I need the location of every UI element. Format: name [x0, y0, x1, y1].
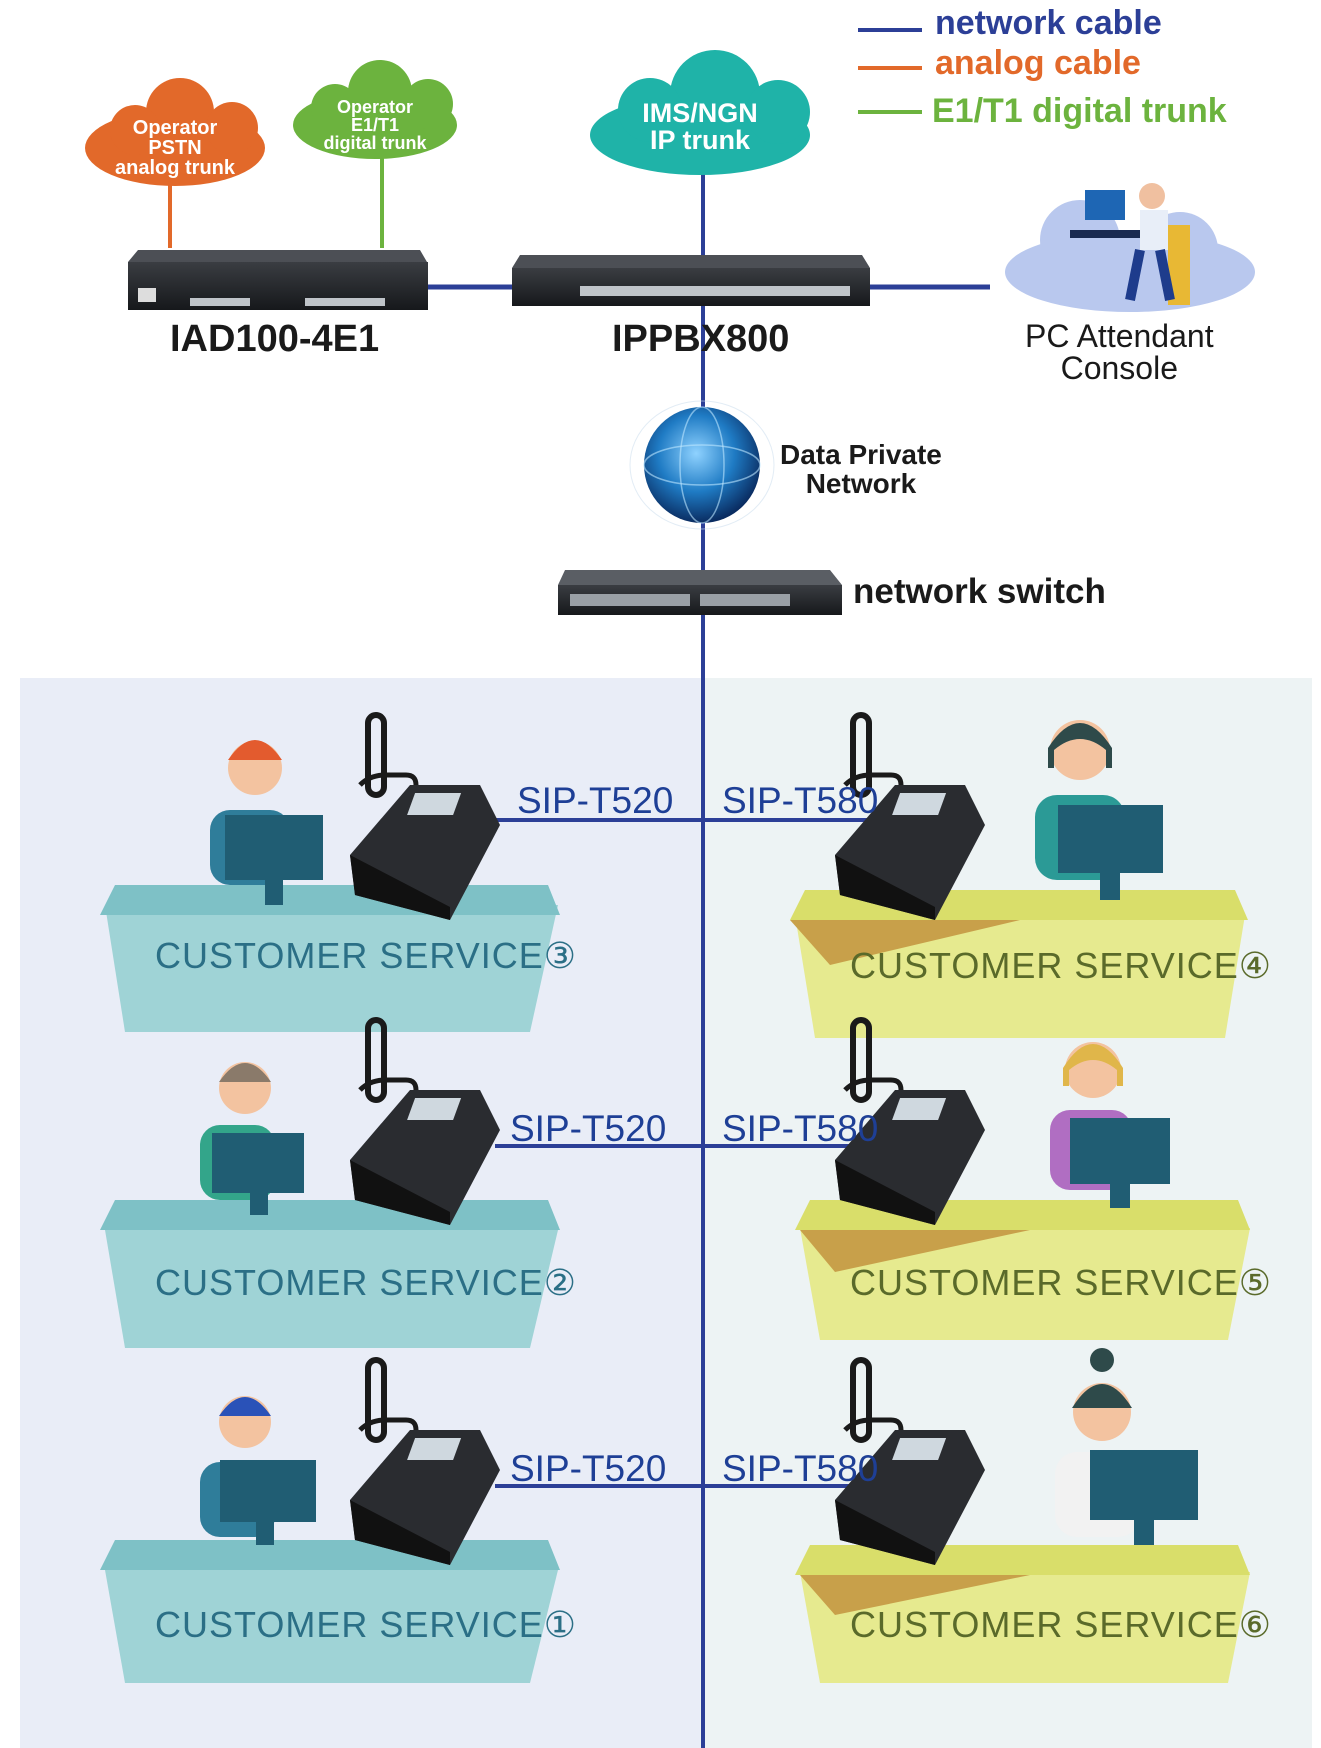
- pstn-cloud: [85, 78, 265, 186]
- sip-label-left-row3: SIP-T520: [510, 1448, 667, 1489]
- desk-label-cs1: CUSTOMER SERVICE①: [155, 1604, 578, 1645]
- agent-cs3: [210, 740, 323, 905]
- desk-label-cs5: CUSTOMER SERVICE⑤: [850, 1262, 1273, 1303]
- network-label-line2: Network: [805, 468, 917, 500]
- agent-cs4: [1035, 720, 1163, 900]
- data-private-network-globe: [629, 400, 775, 530]
- iad-label: IAD100-4E1: [170, 318, 380, 360]
- pstn-cloud-text: Operator PSTN analog trunk: [95, 118, 255, 178]
- network-label-line1: Data Private: [780, 439, 942, 470]
- legend-digital-label: E1/T1 digital trunk: [932, 92, 1227, 130]
- agent-cs5: [1050, 1042, 1170, 1208]
- agent-cs1: [200, 1396, 316, 1545]
- pstn-line1: Operator: [132, 117, 218, 139]
- e1t1-cloud: [293, 60, 457, 159]
- desk-label-cs6: CUSTOMER SERVICE⑥: [850, 1604, 1273, 1645]
- agent-cs6: [1055, 1348, 1198, 1545]
- desk-label-cs4: CUSTOMER SERVICE④: [850, 945, 1273, 986]
- ippbx800-device: [512, 255, 870, 306]
- sip-label-right-row1: SIP-T580: [722, 780, 879, 821]
- sip-label-right-row2: SIP-T580: [722, 1108, 879, 1149]
- sip-label-right-row3: SIP-T580: [722, 1448, 879, 1489]
- ims-line1: IMS/NGN: [642, 98, 758, 128]
- attendant-console-illustration: [1005, 183, 1255, 312]
- network-switch-device: [558, 570, 842, 615]
- attendant-label: PC Attendant Console: [1025, 320, 1214, 384]
- iad100-device: [128, 250, 428, 310]
- sip-label-left-row1: SIP-T520: [517, 780, 674, 821]
- e1t1-cloud-text: Operator E1/T1 digital trunk: [300, 98, 450, 152]
- sip-label-left-row2: SIP-T520: [510, 1108, 667, 1149]
- network-label: Data Private Network: [780, 440, 942, 499]
- legend-network-label: network cable: [935, 4, 1162, 42]
- desk-cs6: [795, 1545, 1250, 1683]
- e1t1-line3: digital trunk: [323, 133, 427, 153]
- attendant-label-line2: Console: [1060, 350, 1178, 386]
- ims-line2: IP trunk: [649, 125, 751, 155]
- attendant-label-line1: PC Attendant: [1025, 318, 1214, 354]
- ims-cloud: [590, 50, 810, 175]
- ims-cloud-text: IMS/NGN IP trunk: [610, 100, 790, 154]
- legend-analog-label: analog cable: [935, 44, 1141, 82]
- switch-label: network switch: [853, 572, 1106, 611]
- e1t1-line2: E1/T1: [350, 115, 400, 135]
- pstn-line3: analog trunk: [114, 157, 235, 179]
- ippbx-label: IPPBX800: [612, 318, 790, 360]
- desk-label-cs3: CUSTOMER SERVICE③: [155, 935, 578, 976]
- agent-cs2: [200, 1062, 304, 1215]
- desk-label-cs2: CUSTOMER SERVICE②: [155, 1262, 578, 1303]
- pstn-line2: PSTN: [148, 137, 202, 159]
- e1t1-line1: Operator: [336, 97, 414, 117]
